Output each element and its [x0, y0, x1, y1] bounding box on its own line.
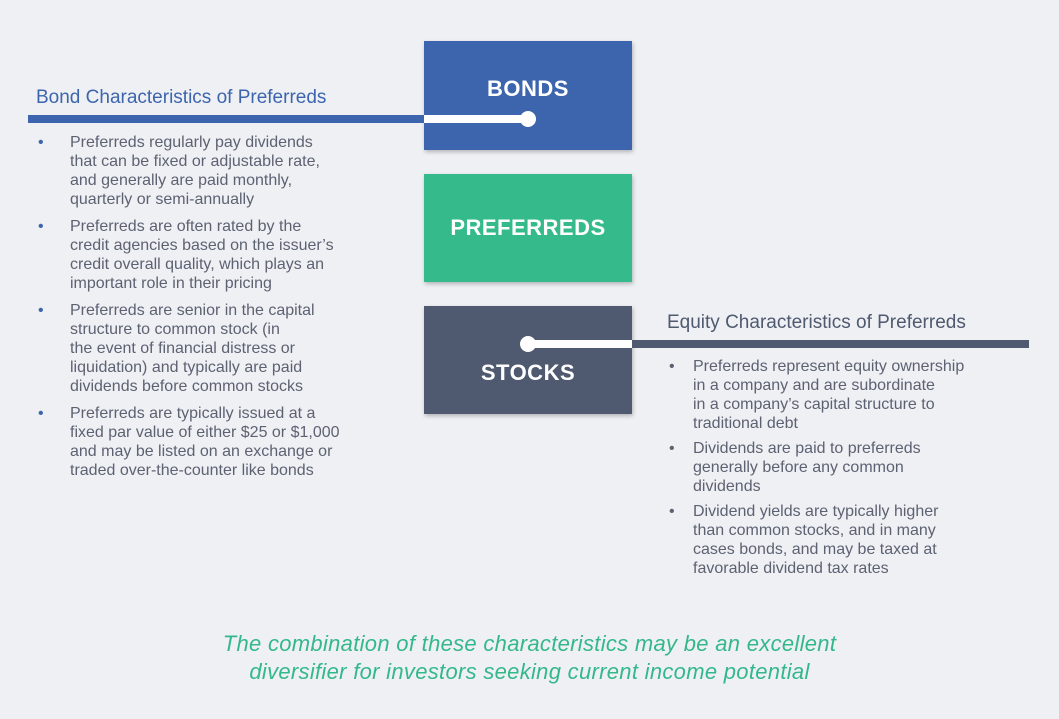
bond-bullet: Preferreds are often rated by the credit… [38, 217, 340, 293]
stocks-box: STOCKS [424, 306, 632, 414]
bond-heading: Bond Characteristics of Preferreds [36, 87, 327, 108]
bond-bullet: Preferreds are typically issued at a fix… [38, 404, 339, 480]
bond-connector-dot [520, 111, 536, 127]
equity-connector-inner [528, 340, 632, 348]
bond-bullet-list: Preferreds regularly pay dividends that … [38, 133, 340, 488]
bond-bullet: Preferreds are senior in the capital str… [38, 301, 340, 396]
equity-bullet: Dividends are paid to preferreds general… [669, 439, 964, 496]
preferreds-box: PREFERREDS [424, 174, 632, 282]
equity-bullet-list: Preferreds represent equity ownership in… [669, 357, 964, 584]
bond-bullet: Preferreds regularly pay dividends that … [38, 133, 340, 209]
equity-connector-line [632, 340, 1029, 348]
footer-statement: The combination of these characteristics… [222, 631, 837, 684]
equity-connector-dot [520, 336, 536, 352]
equity-bullet: Dividend yields are typically higher tha… [669, 502, 964, 578]
equity-bullet: Preferreds represent equity ownership in… [669, 357, 964, 433]
preferreds-label: PREFERREDS [450, 215, 606, 240]
equity-heading: Equity Characteristics of Preferreds [667, 312, 966, 333]
bond-connector-line [28, 115, 424, 123]
bond-connector-inner [424, 115, 528, 123]
stocks-label: STOCKS [480, 360, 576, 385]
bonds-label: BONDS [487, 76, 569, 101]
bonds-box: BONDS [424, 41, 632, 150]
